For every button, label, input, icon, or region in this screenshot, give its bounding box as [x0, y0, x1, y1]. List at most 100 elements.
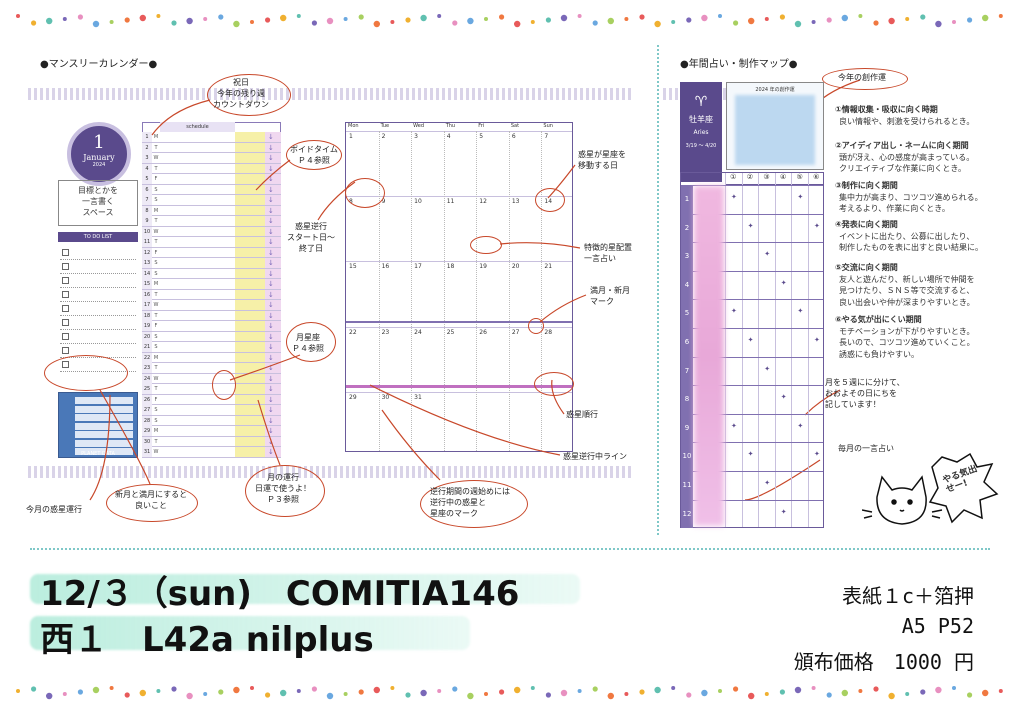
checkbox-icon[interactable] — [62, 263, 69, 270]
confetti-dot — [686, 692, 692, 698]
todo-item[interactable] — [60, 274, 136, 288]
confetti-dot — [390, 20, 395, 24]
calendar-day[interactable]: 20 — [511, 263, 520, 271]
calendar-day[interactable]: 21 — [544, 263, 553, 271]
checkbox-icon[interactable] — [62, 347, 69, 354]
todo-item[interactable] — [60, 330, 136, 344]
yr-month-divider — [681, 299, 823, 301]
calendar-day[interactable]: 7 — [544, 133, 549, 140]
calendar-day[interactable]: 12 — [479, 198, 487, 206]
checkbox-icon[interactable] — [62, 249, 69, 256]
confetti-dot — [811, 20, 816, 24]
calendar-day[interactable]: 19 — [479, 263, 487, 271]
calendar-day[interactable]: 29 — [349, 393, 357, 401]
calendar-day[interactable]: 13 — [511, 198, 520, 206]
checkbox-icon[interactable] — [62, 305, 69, 312]
checkbox-icon[interactable] — [62, 291, 69, 298]
calendar-day[interactable]: 24 — [414, 328, 422, 336]
calendar-day[interactable]: 6 — [511, 133, 516, 140]
confetti-dot — [46, 17, 53, 25]
calendar-day[interactable]: 2 — [381, 133, 386, 140]
confetti-dot — [296, 689, 301, 693]
day-number: 29 — [142, 426, 152, 436]
calendar-day[interactable]: 3 — [414, 133, 418, 140]
confetti-dot — [545, 692, 552, 698]
fortune-body: 頭が冴え、心の感度が高まっている。 — [839, 152, 975, 162]
calendar-day[interactable]: 16 — [381, 263, 390, 271]
calendar-day[interactable]: 23 — [381, 328, 390, 336]
confetti-dot — [311, 686, 317, 692]
calendar-day[interactable]: 15 — [349, 263, 357, 271]
calendar-day[interactable]: 11 — [446, 198, 455, 206]
todo-item[interactable] — [60, 288, 136, 302]
checkbox-icon[interactable] — [62, 333, 69, 340]
fortune-body: 友人と遊んだり、新しい場所で仲間を — [839, 274, 975, 284]
calendar-day[interactable]: 10 — [414, 198, 422, 206]
calendar-day[interactable]: 31 — [414, 393, 422, 401]
todo-item[interactable] — [60, 246, 136, 260]
day-number: 31 — [142, 447, 152, 457]
goal-line-2: 一言書く — [82, 196, 114, 206]
calendar-day[interactable]: 5 — [479, 133, 484, 140]
fortune-head: ①情報収集・吸収に向く時期 — [835, 105, 938, 114]
confetti-dot — [592, 20, 598, 26]
todo-item[interactable] — [60, 260, 136, 274]
fortune-item: ①情報収集・吸収に向く時期良い情報や、刺激を受けられるとき。 — [835, 104, 1015, 127]
todo-item[interactable] — [60, 302, 136, 316]
calendar-day[interactable]: 26 — [479, 328, 487, 336]
calendar-day[interactable]: 30 — [381, 393, 390, 401]
calendar-day[interactable]: 17 — [414, 263, 422, 271]
calendar-day[interactable]: 4 — [446, 133, 451, 140]
spec-cover: 表紙１c＋箔押 — [841, 584, 974, 608]
calendar-day[interactable]: 27 — [511, 328, 520, 336]
calendar-day[interactable]: 18 — [446, 263, 455, 271]
calendar-day[interactable]: 9 — [381, 198, 386, 206]
confetti-dot — [639, 689, 645, 695]
checkbox-icon[interactable] — [62, 319, 69, 326]
day-weekday: F — [154, 323, 158, 329]
confetti-dot — [437, 689, 442, 693]
calendar-day[interactable]: 25 — [446, 328, 455, 336]
retro-l2: スタート日～ — [287, 232, 335, 242]
calendar-day[interactable]: 28 — [544, 328, 553, 336]
calendar-day[interactable]: 1 — [349, 133, 353, 140]
checkbox-icon[interactable] — [62, 277, 69, 284]
todo-item[interactable] — [60, 316, 136, 330]
confetti-dot — [545, 17, 552, 23]
calendar-day[interactable]: 22 — [349, 328, 357, 336]
yr-star-icon: ✦ — [780, 507, 787, 516]
confetti-dot — [156, 14, 161, 18]
confetti-dot — [203, 692, 208, 696]
fortune-body: モチベーションが下がりやすいとき。 — [839, 326, 975, 336]
